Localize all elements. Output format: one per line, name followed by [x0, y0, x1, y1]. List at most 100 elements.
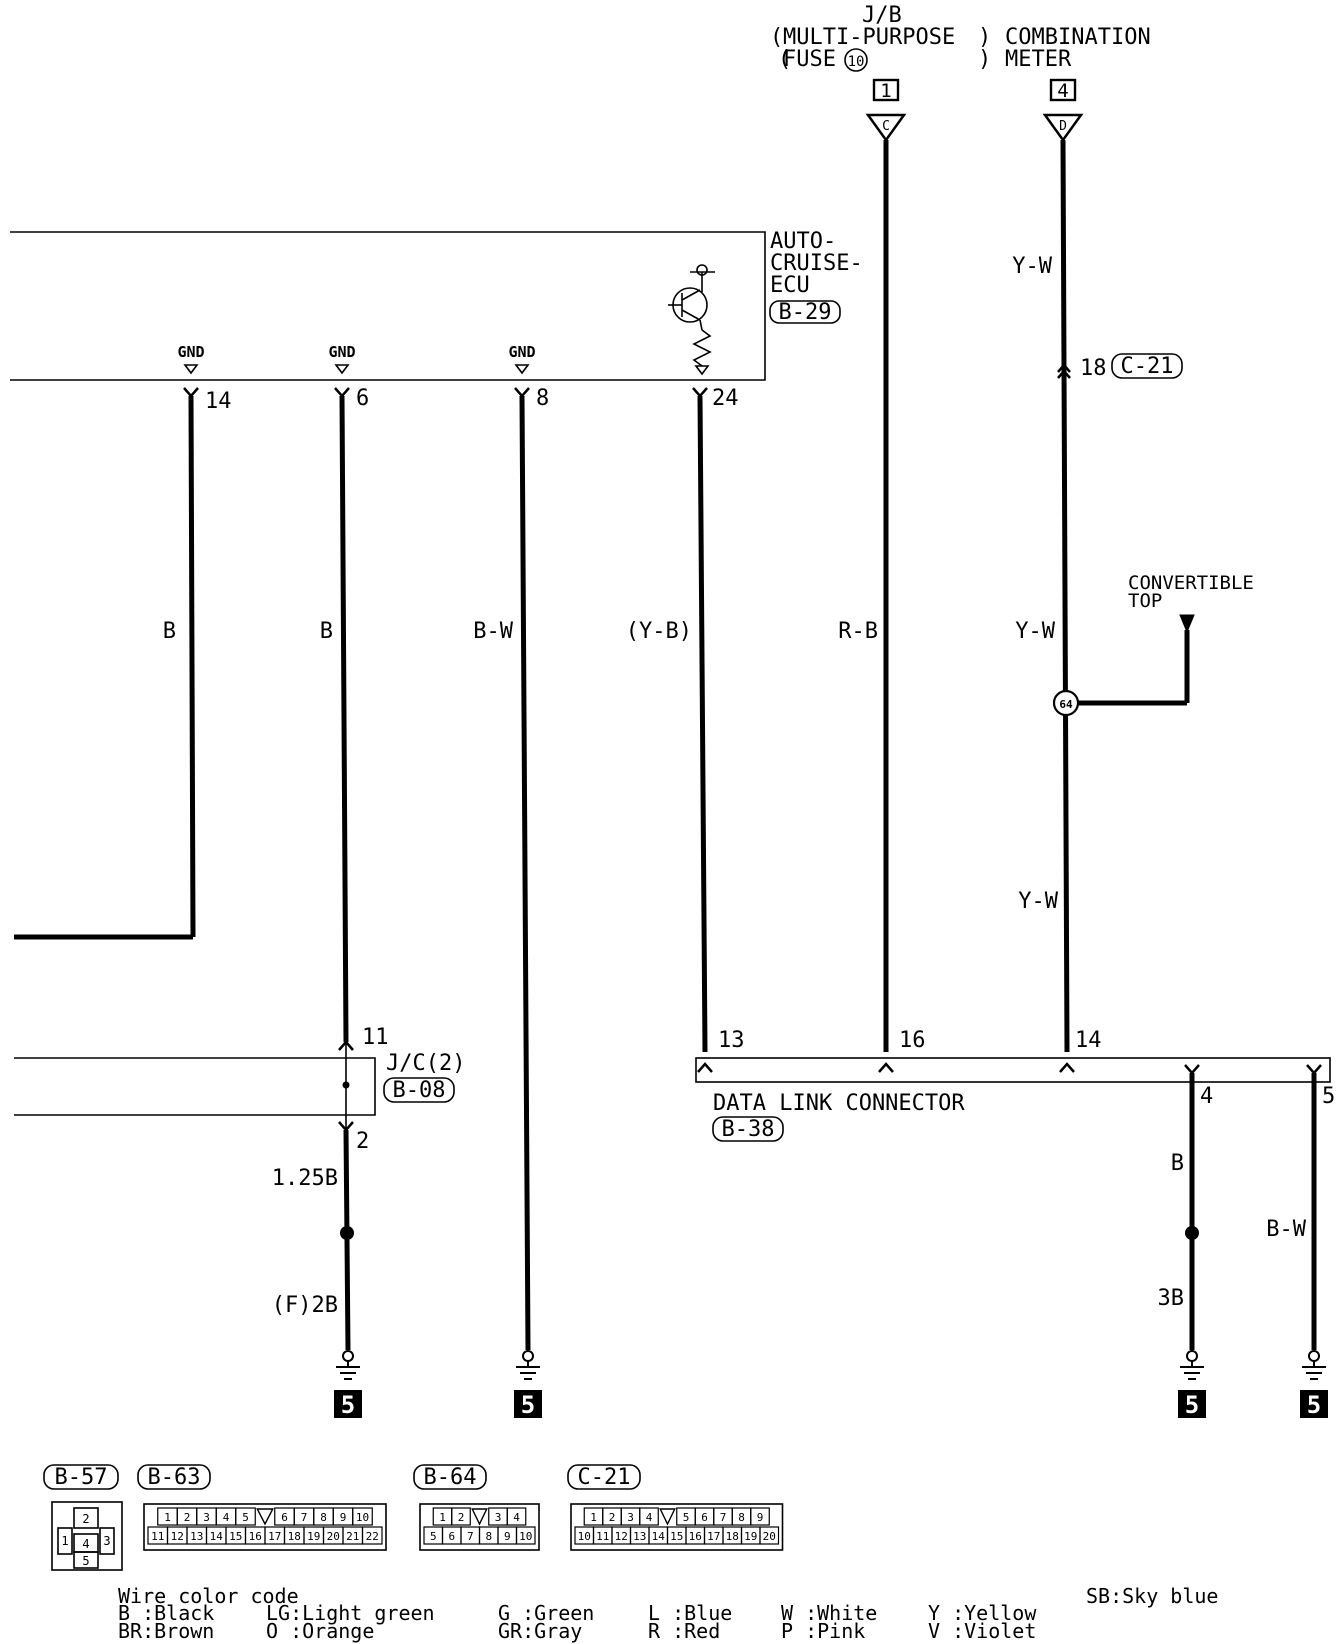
legend-entry: Y :Yellow [928, 1601, 1037, 1625]
pin-number: 5 [242, 1511, 249, 1524]
wire-pin6 [339, 395, 349, 1043]
meter-line2: METER [1005, 47, 1072, 72]
ecu-connector: B-29 [779, 300, 832, 325]
pin-number: 14 [652, 1530, 666, 1543]
jc-out-pin: 2 [356, 1129, 369, 1154]
fuse-wire: R-B [838, 140, 889, 1052]
pin-number: 2 [458, 1511, 465, 1524]
pin-number: 13 [633, 1530, 646, 1543]
svg-text:4: 4 [1200, 1084, 1213, 1109]
pin-number: 17 [707, 1530, 720, 1543]
pin-number: 9 [504, 1530, 511, 1543]
pin-number: 4 [223, 1511, 230, 1524]
svg-text:8: 8 [536, 386, 549, 411]
convertible-line2: TOP [1128, 590, 1162, 612]
svg-text:18: 18 [1080, 356, 1107, 381]
pin-number: 1 [164, 1511, 171, 1524]
svg-text:B-63: B-63 [148, 1465, 201, 1490]
pin-number: 18 [288, 1530, 301, 1543]
pin-number: 13 [190, 1530, 203, 1543]
pin-number: 2 [184, 1511, 191, 1524]
key-notch [659, 1508, 676, 1526]
gnd-label-6: GND [328, 343, 355, 361]
pin-number: 7 [301, 1511, 308, 1524]
pin-number: 15 [670, 1530, 683, 1543]
pin-number: 22 [366, 1530, 379, 1543]
pin-number: 9 [757, 1511, 764, 1524]
pin-number: 4 [646, 1511, 653, 1524]
legend-col-7: SB:Sky blue [1086, 1584, 1219, 1608]
legend-col-6: Y :Yellow V :Violet [928, 1601, 1037, 1643]
ecu-pin-14: 14 B [14, 387, 232, 940]
fuse-wire-color: R-B [838, 619, 878, 644]
key-notch [471, 1508, 488, 1526]
connector-view-b57: B-57 1 2 3 4 5 [43, 1464, 123, 1571]
jb-paren-open: ( [770, 25, 783, 50]
transistor-icon [668, 264, 715, 376]
legend-col-1: B :Black BR:Brown [118, 1603, 215, 1643]
pin-number: 2 [609, 1511, 616, 1524]
pin-number: 20 [763, 1530, 776, 1543]
pin-number: 18 [726, 1530, 739, 1543]
meter-connector: 4 D [1042, 78, 1084, 143]
dlc-name: DATA LINK CONNECTOR [713, 1091, 965, 1116]
splice-dot [340, 1226, 354, 1240]
legend-entry: P :Pink [781, 1619, 866, 1643]
legend-entry: BR:Brown [118, 1619, 215, 1643]
convertible-arrow-icon [1179, 614, 1195, 634]
legend-entry: V :Violet [928, 1619, 1037, 1643]
jb-connector-letter: C [882, 119, 890, 134]
pin-number: 12 [615, 1530, 628, 1543]
jc-in-pin: 11 [362, 1025, 389, 1050]
pin-number: 9 [340, 1511, 347, 1524]
ground-3: 5 [1178, 1350, 1206, 1419]
fuse-number: 10 [848, 54, 865, 70]
combination-meter-label: COMBINATION METER [1005, 25, 1151, 72]
pin-number: 12 [171, 1530, 184, 1543]
dlc-connector: B-38 [722, 1117, 775, 1142]
ground-point-label: 5 [1185, 1391, 1199, 1419]
meter-line1: COMBINATION [1005, 25, 1151, 50]
svg-text:1: 1 [61, 1534, 68, 1548]
pin-number: 11 [596, 1530, 609, 1543]
pin-number: 6 [281, 1511, 288, 1524]
pin-number: 3 [627, 1511, 634, 1524]
legend-entry: SB:Sky blue [1086, 1584, 1219, 1608]
svg-text:B-64: B-64 [424, 1465, 477, 1490]
svg-text:2: 2 [82, 1512, 89, 1526]
gnd-arrow-14 [183, 364, 199, 375]
pin-number: 16 [249, 1530, 262, 1543]
gnd-label-8: GND [508, 343, 535, 361]
pin-number: 1 [590, 1511, 597, 1524]
svg-text:14: 14 [205, 389, 232, 414]
pin-number: 17 [268, 1530, 281, 1543]
jb-paren-open2: ( [778, 47, 791, 72]
wire-pin24 [697, 395, 708, 1053]
legend-entry: O :Orange [266, 1619, 375, 1643]
auto-cruise-ecu: AUTO- CRUISE- ECU B-29 GND GND GND [10, 229, 863, 381]
pin-number: 6 [448, 1530, 455, 1543]
legend-entry: GR:Gray [498, 1619, 583, 1643]
jc-name: J/C(2) [386, 1051, 465, 1076]
jc-out-color: 1.25B [272, 1166, 338, 1191]
c21-inline-label: C-21 [1121, 354, 1174, 379]
jb-fuse-line1: MULTI-PURPOSE [783, 25, 955, 50]
ground-1: 5 [334, 1350, 362, 1419]
pin-number: 7 [720, 1511, 727, 1524]
legend-entry: G :Green [498, 1601, 595, 1625]
meter-wire: Y-W Y-W Y-W [1012, 139, 1070, 1053]
convertible-line1: CONVERTIBLE [1128, 572, 1254, 594]
svg-text:6: 6 [356, 386, 369, 411]
gnd-arrow-8 [514, 364, 530, 375]
ecu-name-line3: ECU [770, 273, 810, 298]
jc-connector: B-08 [393, 1078, 446, 1103]
jb-connector: 1 C [865, 78, 907, 143]
meter-wire-color-mid: Y-W [1015, 619, 1055, 644]
convertible-top-branch: CONVERTIBLE TOP 64 [1052, 572, 1254, 717]
splice-64 [1052, 689, 1080, 717]
